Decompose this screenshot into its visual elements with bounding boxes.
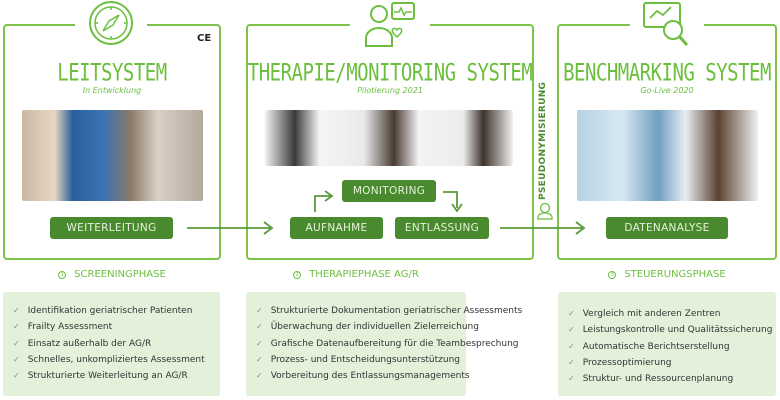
check-icon: ✓ — [568, 325, 575, 335]
leitsystem-title: LEITSYSTEM — [57, 59, 167, 87]
phase-number-icon: 1 — [58, 271, 67, 279]
therapie-title: THERAPIE/MONITORING SYSTEM — [247, 59, 533, 87]
check-icon: ✓ — [13, 306, 20, 315]
datenanalyse-button[interactable]: DATENANALYSE — [606, 217, 728, 239]
benchmarking-status: Go-Live 2020 — [640, 86, 694, 95]
list-item: ✓Prozess- und Entscheidungsunterstützung — [256, 354, 461, 365]
check-icon: ✓ — [256, 338, 263, 348]
phase-steuerung: 3 STEUERUNGSPHASE — [557, 269, 777, 280]
list-item: ✓Überwachung der individuellen Zielerrei… — [256, 322, 479, 333]
anonymous-user-icon — [537, 202, 553, 220]
list-item: ✓Strukturierte Dokumentation geriatrisch… — [256, 306, 523, 316]
check-icon: ✓ — [256, 354, 263, 364]
steuerung-features: ✓Vergleich mit anderen Zentren ✓Leistung… — [558, 292, 776, 396]
phase-label: SCREENINGPHASE — [74, 269, 166, 280]
phase-therapie: 2 THERAPIEPHASE AG/R — [246, 269, 466, 280]
check-icon: ✓ — [256, 371, 263, 381]
phase-label: THERAPIEPHASE AG/R — [309, 269, 419, 280]
phase-label: STEUERUNGSPHASE — [624, 269, 726, 280]
therapie-features: ✓Strukturierte Dokumentation geriatrisch… — [246, 292, 523, 396]
benchmarking-title: BENCHMARKING SYSTEM — [563, 59, 771, 87]
compass-icon — [88, 0, 134, 46]
phase-number-icon: 2 — [293, 271, 302, 279]
team-meeting-photo — [265, 110, 513, 166]
check-icon: ✓ — [568, 374, 575, 384]
list-item: ✓Struktur- und Ressourcenplanung — [568, 374, 734, 385]
doctor-monitor-icon — [362, 0, 418, 48]
list-item: ✓Grafische Datenaufbereitung für die Tea… — [256, 338, 519, 349]
analytics-search-icon — [640, 0, 694, 48]
entlassung-button[interactable]: ENTLASSUNG — [395, 217, 489, 239]
check-icon: ✓ — [13, 371, 20, 381]
check-icon: ✓ — [568, 309, 575, 318]
ce-mark: CE — [197, 33, 212, 44]
list-item: ✓Strukturierte Weiterleitung an AG/R — [13, 371, 188, 382]
check-icon: ✓ — [256, 322, 263, 332]
check-icon: ✓ — [13, 354, 20, 364]
nurse-patient-photo — [22, 110, 203, 201]
check-icon: ✓ — [13, 338, 20, 348]
phase-number-icon: 3 — [608, 271, 617, 279]
list-item: ✓Identifikation geriatrischer Patienten — [13, 306, 193, 316]
phase-screening: 1 SCREENINGPHASE — [3, 269, 221, 280]
check-icon: ✓ — [13, 322, 20, 332]
list-item: ✓Frailty Assessment — [13, 322, 113, 333]
check-icon: ✓ — [568, 341, 575, 351]
doctors-screen-photo — [577, 110, 758, 201]
pseudonymization-label: PSEUDONYMISIERUNG — [538, 81, 548, 200]
weiterleitung-button[interactable]: WEITERLEITUNG — [50, 217, 173, 239]
list-item: ✓Prozessoptimierung — [568, 357, 672, 368]
list-item: ✓Leistungskontrolle und Qualitätssicheru… — [568, 325, 773, 336]
check-icon: ✓ — [256, 306, 263, 315]
monitoring-button[interactable]: MONITORING — [342, 180, 436, 202]
leitsystem-status: In Entwicklung — [82, 86, 142, 95]
aufnahme-button[interactable]: AUFNAHME — [290, 217, 383, 239]
list-item: ✓Automatische Berichtserstellung — [568, 341, 730, 352]
therapie-status: Pilotierung 2021 — [357, 86, 423, 95]
check-icon: ✓ — [568, 357, 575, 367]
list-item: ✓Schnelles, unkompliziertes Assessment — [13, 354, 205, 365]
list-item: ✓Vorbereitung des Entlassungsmanagements — [256, 371, 470, 382]
list-item: ✓Vergleich mit anderen Zentren — [568, 309, 721, 319]
screening-features: ✓Identifikation geriatrischer Patienten … — [3, 292, 220, 396]
list-item: ✓Einsatz außerhalb der AG/R — [13, 338, 152, 349]
